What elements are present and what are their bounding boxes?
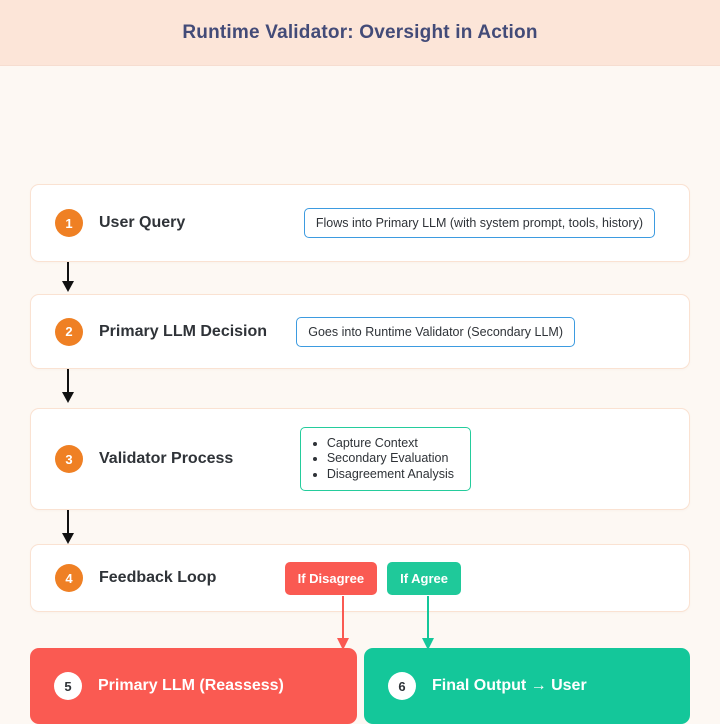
step-card-1[interactable]: 1 User Query Flows into Primary LLM (wit… bbox=[30, 184, 690, 262]
terminal-label-5: Primary LLM (Reassess) bbox=[98, 677, 284, 694]
arrow-step3-to-step4 bbox=[62, 510, 74, 544]
list-item: Secondary Evaluation bbox=[327, 451, 454, 467]
arrow-step2-to-step3 bbox=[62, 369, 74, 403]
list-item: Capture Context bbox=[327, 436, 454, 452]
page-title: Runtime Validator: Oversight in Action bbox=[182, 21, 538, 43]
step-badge-3: 3 bbox=[55, 445, 83, 473]
arrow-step1-to-step2 bbox=[62, 262, 74, 292]
terminal-label-6: Final Output → User bbox=[432, 677, 587, 694]
pill-if-agree[interactable]: If Agree bbox=[387, 561, 461, 595]
step-slot-1: Flows into Primary LLM (with system prom… bbox=[303, 208, 655, 238]
step-slot-2: Goes into Runtime Validator (Secondary L… bbox=[296, 316, 575, 347]
arrow-if-agree-to-final-output bbox=[422, 596, 434, 650]
step-card-2[interactable]: 2 Primary LLM Decision Goes into Runtime… bbox=[30, 294, 690, 369]
list-item: Disagreement Analysis bbox=[327, 467, 454, 483]
step-tag-1: Flows into Primary LLM (with system prom… bbox=[303, 208, 655, 238]
step-badge-4: 4 bbox=[55, 564, 83, 592]
step-badge-2: 2 bbox=[55, 317, 83, 346]
step-tag-2: Goes into Runtime Validator (Secondary L… bbox=[296, 316, 575, 347]
terminal-card-reassess[interactable]: 5 Primary LLM (Reassess) bbox=[30, 648, 357, 724]
step-slot-3: Capture Context Secondary Evaluation Dis… bbox=[299, 426, 471, 492]
step-label-1: User Query bbox=[99, 214, 186, 231]
terminal-card-final-output[interactable]: 6 Final Output → User bbox=[364, 648, 690, 724]
step-badge-1: 1 bbox=[55, 209, 83, 237]
terminal-badge-5: 5 bbox=[54, 672, 82, 700]
step-card-3[interactable]: 3 Validator Process Capture Context Seco… bbox=[30, 408, 690, 510]
step-label-4: Feedback Loop bbox=[99, 569, 217, 586]
validator-process-list: Capture Context Secondary Evaluation Dis… bbox=[299, 426, 471, 492]
step-label-3: Validator Process bbox=[99, 450, 234, 467]
step-card-4[interactable]: 4 Feedback Loop If Disagree If Agree bbox=[30, 544, 690, 612]
arrow-if-disagree-to-reassess bbox=[337, 596, 349, 650]
page-header: Runtime Validator: Oversight in Action bbox=[0, 0, 720, 66]
terminal-badge-6: 6 bbox=[388, 672, 416, 700]
step-slot-4: If Disagree If Agree bbox=[284, 561, 461, 595]
step-label-2: Primary LLM Decision bbox=[99, 322, 268, 340]
pill-if-disagree[interactable]: If Disagree bbox=[284, 561, 378, 595]
